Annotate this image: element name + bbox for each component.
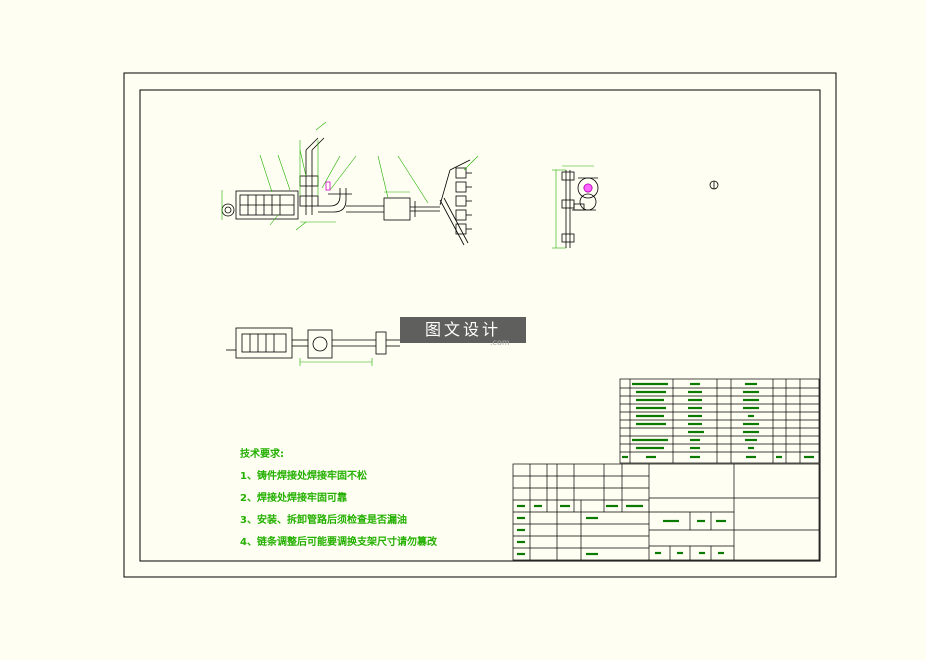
front-view-green-dims bbox=[221, 121, 479, 231]
title-block bbox=[512, 463, 820, 561]
tech-req-item-2: 2、焊接处焊接牢固可靠 bbox=[240, 493, 347, 504]
bom-table bbox=[619, 378, 820, 464]
front-view-nozzles bbox=[455, 167, 472, 235]
watermark-box bbox=[400, 317, 526, 343]
inner-border bbox=[139, 89, 821, 562]
tech-req-item-4: 4、链条调整后可能要调换支架尺寸请勿篡改 bbox=[240, 537, 437, 548]
outer-border bbox=[123, 72, 837, 578]
bom-text-marks bbox=[622, 382, 814, 459]
watermark-text: 图文设计 bbox=[424, 320, 501, 339]
plan-view bbox=[226, 327, 400, 359]
watermark-url: .com bbox=[490, 338, 510, 347]
tech-req-heading: 技术要求: bbox=[240, 449, 284, 460]
side-view-green-dims bbox=[552, 165, 594, 249]
front-view-magenta-part bbox=[325, 181, 331, 191]
side-view-highlight bbox=[583, 183, 593, 193]
plan-view-green-dims bbox=[299, 358, 373, 366]
front-view bbox=[221, 137, 471, 246]
side-view bbox=[561, 170, 599, 248]
tech-req-item-1: 1、铸件焊接处焊接牢固不松 bbox=[240, 471, 367, 482]
title-block-text-marks bbox=[517, 504, 726, 556]
tech-req-item-3: 3、安装、拆卸管路后须检查是否漏油 bbox=[240, 515, 407, 526]
small-symbol bbox=[709, 180, 719, 190]
